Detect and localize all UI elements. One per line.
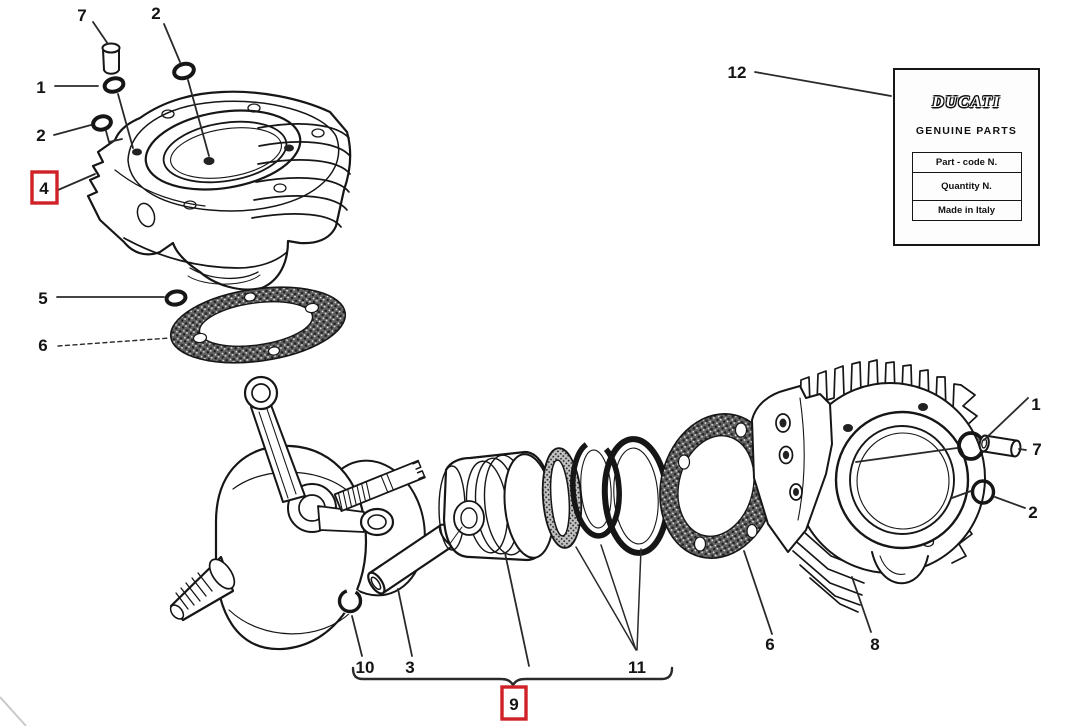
base-gasket-right	[659, 413, 777, 559]
wrist-pin-boss	[453, 500, 485, 536]
leader-8	[851, 576, 872, 633]
genuine-parts-text: GENUINE PARTS	[915, 125, 1018, 137]
leader-9	[504, 552, 530, 667]
leader-2-top	[163, 23, 210, 157]
label-row-part-code: Part - code N.	[935, 157, 998, 168]
callout-10: 10	[356, 658, 375, 677]
cylinder-sleeve-right	[871, 551, 929, 585]
leader-11	[575, 544, 642, 651]
callout-6-right: 6	[765, 635, 774, 654]
page-corner-artifact	[0, 696, 27, 726]
leader-12	[754, 71, 892, 97]
o-ring-1-left	[102, 76, 126, 94]
group-9-brace	[351, 666, 674, 688]
circlip	[337, 588, 363, 614]
callout-3: 3	[405, 658, 414, 677]
leader-1-left	[54, 85, 134, 149]
wrist-pin	[367, 523, 457, 595]
callout-7-right: 7	[1032, 440, 1041, 459]
spark-plug-recess	[136, 202, 156, 228]
o-ring-5	[164, 289, 188, 307]
callouts: 7 2 1 2 4 5 6 12 10 3 9 11 6 8 1 7 2	[30, 4, 1042, 721]
left-cylinder-bore	[144, 109, 302, 191]
connecting-rod-vertical	[243, 375, 306, 503]
brand-logo: DUCATI	[932, 94, 1001, 111]
locating-dowel-top	[101, 42, 121, 75]
base-gasket-left	[169, 286, 347, 364]
label-row-quantity: Quantity N.	[912, 172, 1021, 200]
leader-3	[397, 588, 413, 657]
crank-splined-shaft	[333, 459, 426, 512]
crankshaft	[169, 375, 426, 651]
callout-5: 5	[38, 289, 47, 308]
highlight-box-4[interactable]	[30, 170, 59, 205]
callout-8: 8	[870, 635, 879, 654]
crank-left-shaft	[169, 555, 236, 622]
callout-1-right: 1	[1031, 395, 1040, 414]
piston	[438, 450, 555, 562]
callout-6-left: 6	[38, 336, 47, 355]
leader-1-right	[855, 397, 1029, 463]
label-row-made-in: Made in Italy	[912, 200, 1021, 220]
leader-7-right	[1018, 448, 1027, 451]
cylinder-sleeve	[189, 267, 259, 280]
genuine-parts-label: DUCATI GENUINE PARTS Part - code N. Quan…	[893, 68, 1040, 246]
callout-4-highlighted[interactable]: 4	[39, 179, 49, 198]
leader-lines	[53, 21, 1029, 688]
right-cylinder-bore	[834, 410, 970, 550]
left-cylinder	[86, 90, 352, 291]
right-cylinder	[751, 354, 987, 613]
leader-4	[57, 173, 96, 191]
connecting-rod-horizontal	[317, 505, 395, 537]
locating-dowel-right	[978, 434, 1022, 458]
left-cylinder-fins	[251, 123, 351, 228]
callout-2-top: 2	[151, 4, 160, 23]
callout-9-highlighted[interactable]: 9	[509, 695, 518, 714]
o-ring-2-left	[91, 114, 113, 132]
compression-ring-middle	[570, 439, 622, 539]
highlight-box-9[interactable]	[500, 685, 528, 721]
leader-7-left	[92, 21, 109, 45]
oil-scraper-ring	[541, 447, 583, 549]
label-table: Part - code N. Quantity N. Made in Italy	[911, 152, 1022, 221]
callout-2-left: 2	[36, 126, 45, 145]
leader-2-right	[951, 490, 1026, 509]
leader-6-right	[743, 550, 773, 635]
callout-11: 11	[628, 658, 646, 677]
callout-7-topleft: 7	[77, 6, 86, 25]
o-ring-2-right	[970, 479, 996, 505]
mounting-bracket	[751, 385, 833, 553]
leader-10	[351, 615, 363, 657]
compression-ring-outer	[601, 436, 671, 556]
deck-stud-holes	[132, 103, 325, 210]
callout-12: 12	[728, 63, 747, 82]
leader-6-left	[57, 337, 171, 347]
leader-2-left	[53, 124, 123, 144]
callout-1-left: 1	[36, 78, 45, 97]
o-ring-2-top	[172, 61, 196, 81]
callout-2-right: 2	[1028, 503, 1037, 522]
